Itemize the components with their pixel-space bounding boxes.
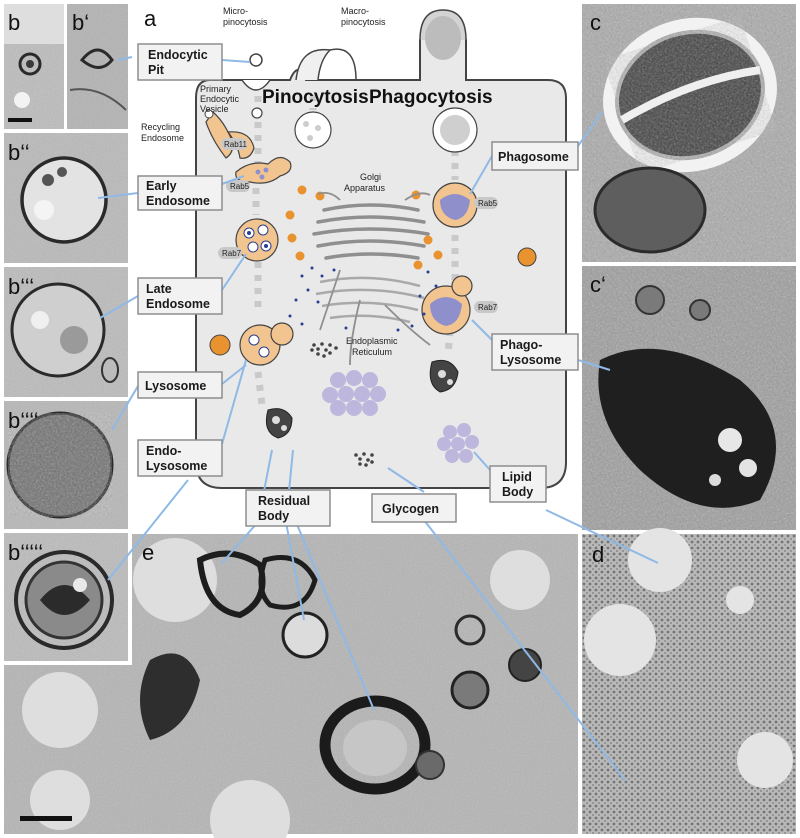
heading-pinocytosis: Pinocytosis — [262, 87, 369, 108]
panel-letter-c: c — [590, 10, 601, 35]
svg-text:Lysosome: Lysosome — [146, 459, 207, 473]
callout-phago-lysosome: Phago- Lysosome — [491, 333, 579, 371]
callout-phagosome: Phagosome — [491, 141, 579, 171]
label-micro-2: pinocytosis — [223, 17, 268, 27]
panel-letter-e: e — [142, 540, 154, 565]
panel-letter-c1: c‘ — [590, 272, 606, 297]
scale-bar-b — [8, 118, 32, 122]
callout-early-endosome: Early Endosome — [137, 175, 223, 211]
label-golgi-2: Apparatus — [344, 183, 386, 193]
callout-endo-lysosome: Endo- Lysosome — [137, 439, 223, 477]
em-panel-b1: b‘ — [67, 4, 128, 129]
em-panel-b3: b‘‘‘ — [4, 267, 128, 397]
svg-text:Lysosome: Lysosome — [145, 379, 206, 393]
label-macro-2: pinocytosis — [341, 17, 386, 27]
rab7-label-late: Rab7 — [222, 249, 242, 258]
svg-text:Lipid: Lipid — [502, 470, 532, 484]
label-er-1: Endoplasmic — [346, 336, 398, 346]
em-panel-c: c — [582, 4, 796, 262]
em-panel-b: b — [4, 4, 64, 129]
svg-text:Body: Body — [502, 485, 533, 499]
em-panel-b5: b‘‘‘‘‘ — [4, 533, 128, 661]
label-er-2: Reticulum — [352, 347, 392, 357]
rab5-label-early: Rab5 — [230, 182, 250, 191]
panel-letter-d: d — [592, 542, 604, 567]
panel-letter-b1: b‘ — [72, 10, 89, 35]
callout-residual-body: Residual Body — [245, 489, 331, 527]
svg-text:Endocytic: Endocytic — [148, 48, 208, 62]
rab7-label-phagolysosome: Rab7 — [478, 303, 498, 312]
panel-letter-b4: b‘‘‘‘ — [8, 408, 39, 433]
label-macro-1: Macro- — [341, 6, 369, 16]
label-primary-3: Vesicle — [200, 104, 229, 114]
svg-text:Body: Body — [258, 509, 289, 523]
svg-text:Residual: Residual — [258, 494, 310, 508]
schematic-cell: Rab11 Rab5 Rab7 Rab5 Rab7 Pinocytosis Ph… — [141, 6, 567, 489]
em-panel-c1: c‘ — [582, 266, 796, 530]
panel-letter-b2: b‘‘ — [8, 140, 30, 165]
label-micro-1: Micro- — [223, 6, 248, 16]
panel-letter-b: b — [8, 10, 20, 35]
svg-text:Phagosome: Phagosome — [498, 150, 569, 164]
em-panel-b2: b‘‘ — [4, 133, 128, 263]
callout-lysosome: Lysosome — [137, 371, 223, 399]
svg-text:Phago-: Phago- — [500, 338, 542, 352]
label-recycling-2: Endosome — [141, 133, 184, 143]
svg-text:Pit: Pit — [148, 63, 165, 77]
em-panel-d: d — [582, 528, 796, 834]
svg-text:Endosome: Endosome — [146, 297, 210, 311]
callout-endocytic-pit: Endocytic Pit — [137, 43, 223, 81]
em-panel-b4: b‘‘‘‘ — [4, 401, 128, 529]
svg-text:Endosome: Endosome — [146, 194, 210, 208]
callout-lipid-body: Lipid Body — [489, 465, 547, 503]
svg-text:Lysosome: Lysosome — [500, 353, 561, 367]
scale-bar-e — [20, 816, 72, 821]
rab11-label: Rab11 — [224, 140, 248, 149]
label-recycling-1: Recycling — [141, 122, 180, 132]
svg-text:Early: Early — [146, 179, 177, 193]
em-panel-e: e — [4, 534, 578, 838]
panel-letter-b5: b‘‘‘‘‘ — [8, 540, 43, 565]
rab5-label-phagosome: Rab5 — [478, 199, 498, 208]
heading-phagocytosis: Phagocytosis — [369, 87, 493, 108]
svg-text:Endo-: Endo- — [146, 444, 181, 458]
svg-text:Late: Late — [146, 282, 172, 296]
label-golgi-1: Golgi — [360, 172, 381, 182]
panel-letter-a: a — [144, 6, 157, 31]
svg-text:Glycogen: Glycogen — [382, 502, 439, 516]
callout-late-endosome: Late Endosome — [137, 277, 223, 315]
label-primary-2: Endocytic — [200, 94, 240, 104]
callout-glycogen: Glycogen — [371, 493, 457, 523]
panel-letter-b3: b‘‘‘ — [8, 274, 34, 299]
label-primary-1: Primary — [200, 84, 231, 94]
